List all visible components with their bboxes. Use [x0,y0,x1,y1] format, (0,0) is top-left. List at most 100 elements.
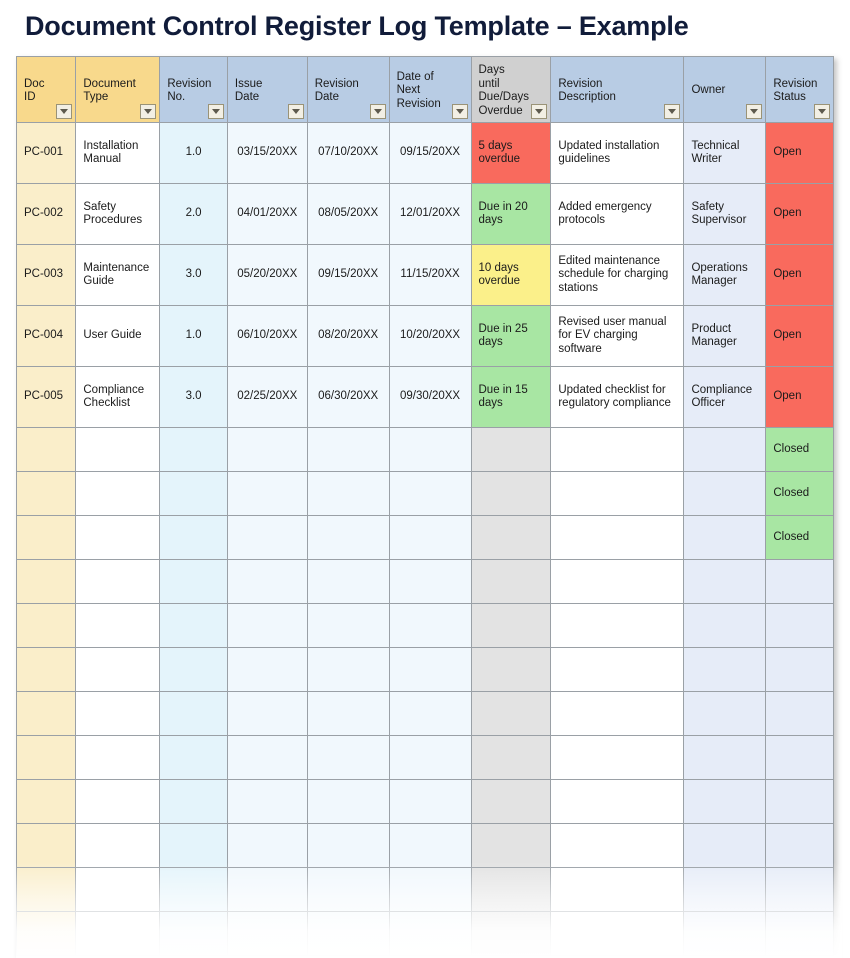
cell-days_until[interactable] [470,911,552,956]
cell-next_rev[interactable] [388,779,472,824]
cell-issue_date[interactable] [226,559,308,604]
cell-rev_status[interactable] [765,823,834,868]
cell-doc_type[interactable] [75,647,161,692]
cell-rev_desc[interactable] [550,735,685,780]
cell-days_until[interactable] [470,867,552,912]
cell-doc_id[interactable] [15,427,77,472]
cell-owner[interactable] [683,735,767,780]
cell-days_until[interactable] [470,779,552,824]
cell-rev_no[interactable]: 3.0 [159,366,228,428]
cell-issue_date[interactable] [226,515,308,560]
cell-issue_date[interactable] [226,823,308,868]
cell-doc_type[interactable] [75,691,161,736]
cell-doc_id[interactable] [15,735,77,780]
cell-rev_no[interactable] [159,867,228,912]
cell-next_rev[interactable]: 09/15/20XX [388,122,472,184]
filter-rev_date-chevron-down-icon[interactable] [369,104,386,119]
table-row-empty[interactable] [15,559,834,604]
cell-rev_desc[interactable]: Updated checklist for regulatory complia… [550,366,685,428]
cell-owner[interactable] [683,823,767,868]
cell-rev_date[interactable]: 09/15/20XX [306,244,390,306]
cell-rev_date[interactable] [306,515,390,560]
cell-owner[interactable] [683,647,767,692]
cell-doc_type[interactable]: Installation Manual [75,122,161,184]
cell-next_rev[interactable] [388,911,472,956]
cell-doc_id[interactable]: PC-004 [15,305,77,367]
cell-days_until[interactable] [470,427,552,472]
cell-rev_status[interactable]: Open [765,244,834,306]
cell-owner[interactable] [683,515,767,560]
cell-rev_no[interactable] [159,647,228,692]
table-row-empty[interactable] [15,735,834,780]
cell-rev_no[interactable] [159,603,228,648]
cell-rev_status[interactable]: Open [765,305,834,367]
cell-rev_date[interactable] [306,911,390,956]
cell-owner[interactable]: Technical Writer [683,122,767,184]
table-row-empty[interactable]: Closed [15,427,834,472]
cell-rev_desc[interactable] [550,691,685,736]
cell-rev_status[interactable]: Open [765,183,834,245]
cell-doc_type[interactable]: User Guide [75,305,161,367]
cell-rev_desc[interactable] [550,559,685,604]
cell-owner[interactable]: Safety Supervisor [683,183,767,245]
cell-issue_date[interactable]: 02/25/20XX [226,366,308,428]
cell-doc_id[interactable] [15,823,77,868]
cell-owner[interactable] [683,911,767,956]
cell-doc_id[interactable] [15,515,77,560]
filter-doc_type-chevron-down-icon[interactable] [140,104,157,119]
cell-rev_no[interactable] [159,691,228,736]
cell-rev_date[interactable]: 06/30/20XX [306,366,390,428]
cell-doc_id[interactable] [15,471,77,516]
cell-owner[interactable] [683,867,767,912]
cell-rev_date[interactable] [306,823,390,868]
cell-issue_date[interactable]: 03/15/20XX [226,122,308,184]
cell-rev_status[interactable] [765,647,834,692]
cell-next_rev[interactable] [388,691,472,736]
cell-issue_date[interactable] [226,867,308,912]
cell-rev_desc[interactable] [550,911,685,956]
cell-days_until[interactable]: 5 days overdue [470,122,552,184]
cell-issue_date[interactable]: 05/20/20XX [226,244,308,306]
cell-rev_no[interactable] [159,427,228,472]
cell-issue_date[interactable] [226,427,308,472]
cell-issue_date[interactable] [226,735,308,780]
cell-owner[interactable] [683,559,767,604]
cell-next_rev[interactable] [388,559,472,604]
cell-rev_desc[interactable] [550,603,685,648]
cell-doc_type[interactable]: Maintenance Guide [75,244,161,306]
cell-rev_no[interactable] [159,515,228,560]
cell-rev_no[interactable] [159,735,228,780]
cell-rev_status[interactable]: Closed [765,515,834,560]
cell-rev_no[interactable]: 1.0 [159,122,228,184]
table-row-empty[interactable] [15,867,834,912]
filter-issue_date-chevron-down-icon[interactable] [287,104,304,119]
cell-issue_date[interactable] [226,471,308,516]
cell-rev_status[interactable]: Closed [765,471,834,516]
cell-doc_type[interactable] [75,559,161,604]
table-row-empty[interactable] [15,779,834,824]
cell-rev_status[interactable]: Open [765,122,834,184]
cell-rev_date[interactable] [306,647,390,692]
cell-next_rev[interactable]: 10/20/20XX [388,305,472,367]
cell-doc_type[interactable] [75,779,161,824]
cell-next_rev[interactable]: 09/30/20XX [388,366,472,428]
cell-rev_no[interactable] [159,471,228,516]
cell-rev_desc[interactable]: Edited maintenance schedule for charging… [550,244,685,306]
cell-rev_date[interactable] [306,779,390,824]
cell-next_rev[interactable] [388,603,472,648]
cell-days_until[interactable] [470,515,552,560]
cell-next_rev[interactable]: 11/15/20XX [388,244,472,306]
cell-rev_date[interactable] [306,427,390,472]
cell-owner[interactable]: Compliance Officer [683,366,767,428]
cell-next_rev[interactable] [388,515,472,560]
cell-issue_date[interactable] [226,911,308,956]
cell-issue_date[interactable]: 04/01/20XX [226,183,308,245]
cell-owner[interactable] [683,427,767,472]
cell-rev_desc[interactable] [550,779,685,824]
cell-doc_type[interactable] [75,735,161,780]
cell-days_until[interactable]: Due in 15 days [470,366,552,428]
cell-rev_desc[interactable]: Updated installation guidelines [550,122,685,184]
cell-doc_id[interactable] [15,779,77,824]
